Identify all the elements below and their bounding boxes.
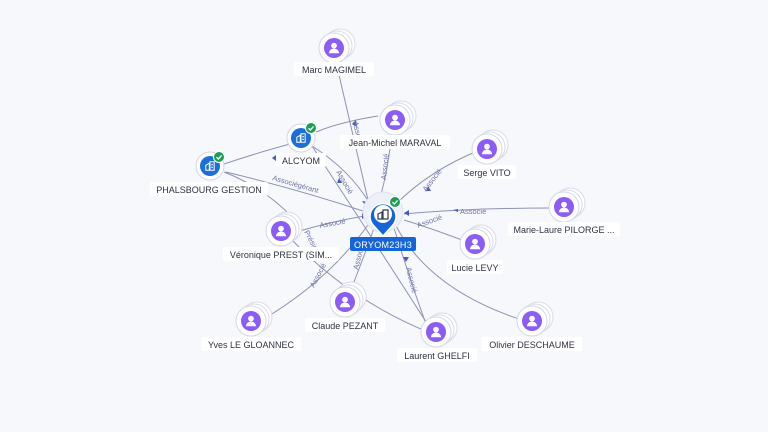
label-background bbox=[508, 222, 620, 236]
node-veronique-prest[interactable]: Véronique PREST (SIM... bbox=[223, 211, 339, 261]
label-background bbox=[447, 260, 503, 274]
label-background bbox=[150, 182, 268, 196]
node-marie-laure-pilorge[interactable]: Marie-Laure PILORGE ... bbox=[508, 187, 620, 236]
center-building-glyph bbox=[377, 209, 389, 220]
label-background bbox=[482, 337, 582, 351]
node-label: Véronique PREST (SIM... bbox=[230, 250, 332, 260]
label-background bbox=[458, 165, 516, 179]
label-background bbox=[276, 153, 326, 167]
node-serge-vito[interactable]: Serge VITO bbox=[458, 129, 516, 179]
node-label: ALCYOM bbox=[282, 156, 320, 166]
node-phalsbourg-gestion[interactable]: PHALSBOURG GESTION bbox=[150, 151, 268, 197]
edge-marc-center bbox=[335, 61, 369, 201]
edge-label: Associé bbox=[416, 212, 444, 229]
node-label: Olivier DESCHAUME bbox=[489, 340, 575, 350]
node-jean-michel-maraval[interactable]: Jean-Michel MARAVAL bbox=[340, 100, 450, 149]
arrow-head bbox=[426, 186, 431, 191]
edge-label: Associé bbox=[404, 266, 419, 294]
verified-badge bbox=[213, 151, 225, 163]
node-label: PHALSBOURG GESTION bbox=[156, 185, 262, 195]
node-center-oryom23h3[interactable]: ORYOM23H3 bbox=[350, 191, 416, 251]
label-background bbox=[294, 62, 374, 76]
edge-phalsbourg-alcyom bbox=[223, 143, 291, 165]
edge-label: Associé bbox=[379, 153, 391, 180]
edge-label: Associé bbox=[460, 207, 486, 216]
node-laurent-ghelfi[interactable]: Laurent GHELFI bbox=[397, 312, 477, 362]
edge-veronique-center bbox=[295, 215, 365, 233]
verified-badge bbox=[305, 122, 317, 134]
node-label: Claude PEZANT bbox=[312, 321, 379, 331]
edge-label: Associé bbox=[308, 262, 328, 289]
arrow-head bbox=[272, 155, 276, 161]
node-yves-le-gloannec[interactable]: Yves LE GLOANNEC bbox=[201, 301, 301, 351]
node-label: Lucie LEVY bbox=[451, 263, 498, 273]
node-lucie-levy[interactable]: Lucie LEVY bbox=[447, 224, 503, 274]
arrow-head bbox=[352, 120, 357, 127]
edge-label: Asso bbox=[351, 121, 363, 139]
edge-serge-center bbox=[395, 149, 481, 205]
node-label: Marie-Laure PILORGE ... bbox=[513, 225, 614, 235]
arrow-head bbox=[403, 257, 409, 262]
center-label: ORYOM23H3 bbox=[354, 240, 412, 250]
node-claude-pezant[interactable]: Claude PEZANT bbox=[305, 281, 385, 332]
center-label-background bbox=[350, 237, 416, 251]
edge-phalsbourg-center bbox=[225, 171, 367, 213]
node-marc-magimel[interactable]: Marc MAGIMEL bbox=[294, 28, 374, 76]
arrow-head bbox=[404, 210, 409, 216]
label-background bbox=[397, 348, 477, 362]
label-background bbox=[305, 318, 385, 332]
edge-label: Associégérant bbox=[271, 173, 320, 195]
verified-badge bbox=[389, 196, 401, 208]
node-alcyom[interactable]: ALCYOM bbox=[276, 122, 326, 168]
edge-mariel-center bbox=[403, 207, 553, 215]
node-label: Jean-Michel MARAVAL bbox=[349, 138, 442, 148]
node-label: Marc MAGIMEL bbox=[302, 65, 366, 75]
node-label: Yves LE GLOANNEC bbox=[208, 340, 295, 350]
arrow-head bbox=[453, 209, 458, 212]
node-label: Serge VITO bbox=[463, 168, 510, 178]
edge-lucie-center bbox=[403, 219, 463, 241]
edge-alcyom-center bbox=[311, 145, 371, 205]
edge-jean-alcyom bbox=[315, 115, 379, 133]
edge-label: Associé bbox=[319, 217, 346, 230]
label-background bbox=[223, 247, 339, 261]
node-label: Laurent GHELFI bbox=[404, 351, 470, 361]
label-background bbox=[201, 337, 301, 351]
arrow-head bbox=[337, 178, 342, 183]
node-olivier-deschaume[interactable]: Olivier DESCHAUME bbox=[482, 301, 582, 351]
label-background bbox=[340, 135, 450, 149]
edge-yves-center bbox=[261, 221, 371, 321]
